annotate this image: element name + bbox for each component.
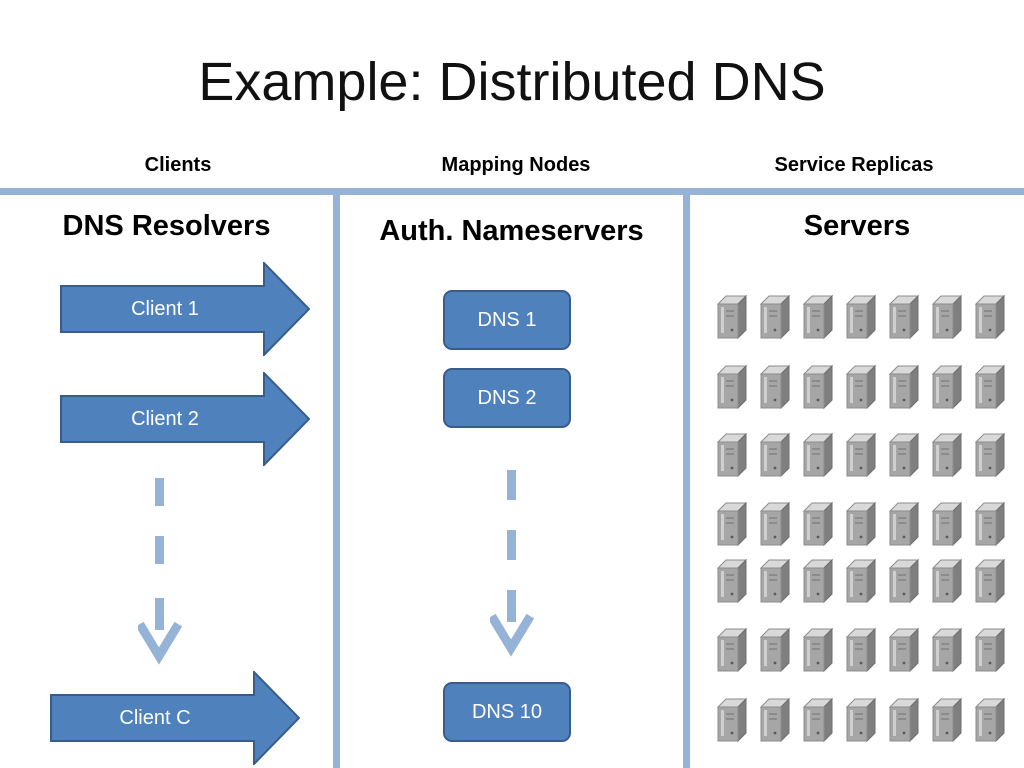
server-icon xyxy=(800,362,834,412)
server-icon xyxy=(714,556,748,606)
server-icon xyxy=(843,292,877,342)
server-icon xyxy=(800,292,834,342)
server-icon xyxy=(714,625,748,675)
server-icon xyxy=(929,556,963,606)
server-icon xyxy=(886,292,920,342)
server-icon xyxy=(972,292,1006,342)
server-icon xyxy=(972,499,1006,549)
server-icon xyxy=(714,292,748,342)
client-arrow: Client 1 xyxy=(60,262,310,356)
server-icon xyxy=(714,430,748,480)
server-icon xyxy=(929,695,963,745)
client-arrow: Client 2 xyxy=(60,372,310,466)
server-icon xyxy=(757,292,791,342)
server-icon xyxy=(929,625,963,675)
server-icon xyxy=(800,695,834,745)
server-icon xyxy=(800,430,834,480)
server-icon xyxy=(972,362,1006,412)
column-title-auth-nameservers: Auth. Nameservers xyxy=(379,215,644,247)
server-icon xyxy=(757,499,791,549)
server-icon xyxy=(757,695,791,745)
server-icon xyxy=(714,362,748,412)
server-icon xyxy=(886,362,920,412)
server-icon xyxy=(800,625,834,675)
server-icon xyxy=(886,499,920,549)
server-icon xyxy=(800,556,834,606)
server-icon xyxy=(886,430,920,480)
server-icon xyxy=(972,430,1006,480)
client-arrow: Client C xyxy=(50,671,300,765)
column-divider-right xyxy=(683,195,690,768)
client-label: Client 2 xyxy=(131,407,199,430)
server-icon xyxy=(843,362,877,412)
server-icon xyxy=(843,556,877,606)
server-icon xyxy=(714,695,748,745)
server-icon xyxy=(800,499,834,549)
server-icon xyxy=(843,430,877,480)
column-title-servers: Servers xyxy=(803,210,911,242)
server-icon xyxy=(929,292,963,342)
column-title-dns-resolvers: DNS Resolvers xyxy=(62,210,271,242)
server-icon xyxy=(972,556,1006,606)
server-icon xyxy=(757,362,791,412)
header-divider xyxy=(0,188,1024,195)
server-icon xyxy=(757,556,791,606)
server-icon xyxy=(886,695,920,745)
column-header-mapping-nodes: Mapping Nodes xyxy=(441,154,591,176)
nameserver-node: DNS 10 xyxy=(443,682,571,742)
server-icon xyxy=(843,499,877,549)
client-label: Client C xyxy=(119,706,191,729)
server-icon xyxy=(972,695,1006,745)
server-icon xyxy=(843,625,877,675)
nameserver-node: DNS 1 xyxy=(443,290,571,350)
server-icon xyxy=(714,499,748,549)
server-icon xyxy=(972,625,1006,675)
server-icon xyxy=(886,556,920,606)
server-icon xyxy=(929,362,963,412)
server-icon xyxy=(929,430,963,480)
server-icon xyxy=(886,625,920,675)
slide-title: Example: Distributed DNS xyxy=(198,52,826,112)
dashed-down-arrow-nameservers xyxy=(487,468,535,658)
column-divider-left xyxy=(333,195,340,768)
server-icon xyxy=(843,695,877,745)
dashed-down-arrow-clients xyxy=(135,476,183,666)
client-label: Client 1 xyxy=(131,297,199,320)
nameserver-node: DNS 2 xyxy=(443,368,571,428)
column-header-service-replicas: Service Replicas xyxy=(774,154,934,176)
server-icon xyxy=(929,499,963,549)
server-icon xyxy=(757,430,791,480)
column-header-clients: Clients xyxy=(144,154,212,176)
server-icon xyxy=(757,625,791,675)
